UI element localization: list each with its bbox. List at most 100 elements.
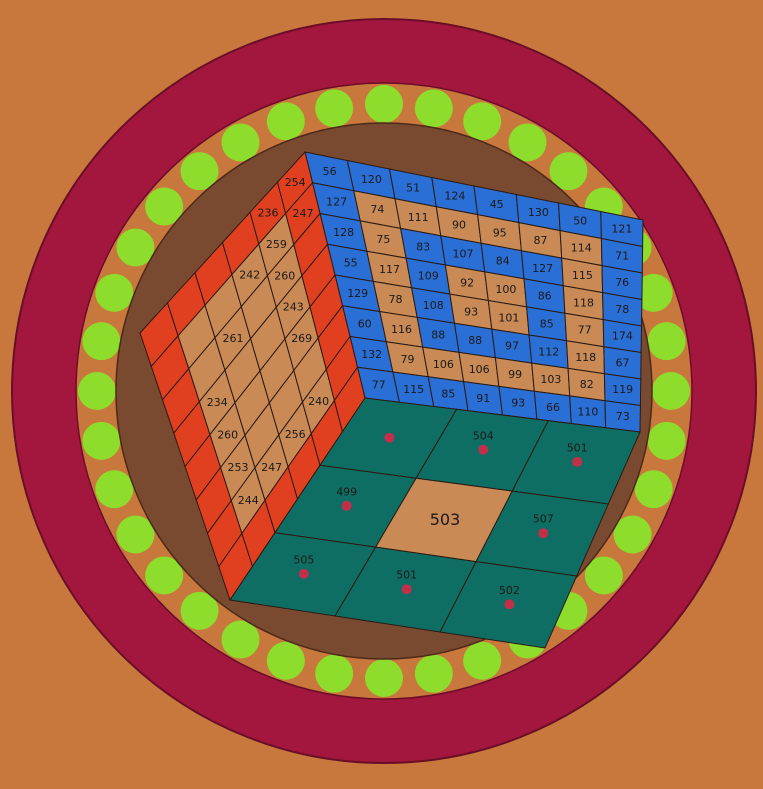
left-face-number: 253 [228, 461, 249, 474]
top-face-number: 92 [460, 276, 474, 289]
ring-dot [365, 659, 403, 697]
top-face-number: 101 [498, 311, 519, 324]
left-face-number: 234 [207, 396, 228, 409]
ring-dot [365, 85, 403, 123]
left-face-number: 260 [217, 429, 238, 442]
top-face-number: 127 [326, 196, 347, 209]
top-face-number: 99 [508, 368, 522, 381]
left-face-number: 256 [285, 428, 306, 441]
top-face-number: 95 [493, 226, 507, 239]
top-face-number: 115 [572, 269, 593, 282]
top-face-number: 106 [469, 363, 490, 376]
top-face-number: 66 [546, 401, 560, 414]
top-face-number: 128 [333, 226, 354, 239]
front-face-dot [538, 528, 548, 538]
top-face-number: 77 [578, 324, 592, 337]
top-face-number: 78 [615, 303, 629, 316]
ring-dot [116, 516, 154, 554]
ring-dot [78, 372, 116, 410]
top-face-number: 85 [540, 318, 554, 331]
top-face-number: 67 [616, 357, 630, 370]
ring-dot [222, 123, 260, 161]
top-face-number: 107 [453, 248, 474, 261]
ring-dot [222, 621, 260, 659]
front-face-dot [478, 445, 488, 455]
top-face-number: 120 [361, 173, 382, 186]
left-face-number: 243 [283, 301, 304, 314]
top-face-number: 90 [452, 219, 466, 232]
ring-dot [652, 372, 690, 410]
top-face-number: 85 [441, 387, 455, 400]
top-face-number: 71 [615, 249, 629, 262]
ring-dot [315, 655, 353, 693]
left-face-number: 240 [308, 395, 329, 408]
front-face-number: 502 [499, 584, 520, 597]
top-face-number: 87 [534, 234, 548, 247]
left-face-number: 244 [238, 494, 259, 507]
top-face-number: 73 [616, 410, 630, 423]
top-face-number: 114 [571, 242, 592, 255]
ring-dot [648, 322, 686, 360]
front-face-number: 504 [473, 429, 494, 442]
left-face-number: 242 [239, 269, 260, 282]
left-face-number: 254 [285, 176, 306, 189]
ring-dot [509, 123, 547, 161]
ring-dot [267, 102, 305, 140]
top-face-number: 121 [611, 223, 632, 236]
ring-dot [82, 322, 120, 360]
front-face-dot [504, 599, 514, 609]
top-face-number: 130 [528, 206, 549, 219]
top-face-number: 103 [540, 373, 561, 386]
top-face-number: 56 [323, 165, 337, 178]
ring-dot [648, 422, 686, 460]
top-face-number: 132 [361, 348, 382, 361]
front-face-number: 507 [533, 513, 554, 526]
front-face-dot [299, 569, 309, 579]
left-face-number: 247 [293, 207, 314, 220]
ring-dot [614, 516, 652, 554]
left-face-number: 269 [291, 332, 312, 345]
top-face-number: 124 [444, 190, 465, 203]
front-face-dot [342, 501, 352, 511]
top-face-number: 75 [376, 233, 390, 246]
ring-dot [315, 89, 353, 127]
left-face-number: 247 [261, 461, 282, 474]
ring-dot [95, 274, 133, 312]
left-face-number: 261 [223, 332, 244, 345]
left-face-number: 259 [266, 238, 287, 251]
front-face-center-number: 503 [430, 510, 461, 529]
ring-dot [415, 655, 453, 693]
top-face-number: 55 [344, 256, 358, 269]
top-face-number: 86 [538, 290, 552, 303]
top-face-number: 127 [532, 262, 553, 275]
top-face-number: 119 [612, 383, 633, 396]
top-face-number: 77 [372, 378, 386, 391]
top-face-number: 74 [370, 203, 384, 216]
front-face-dot [384, 433, 394, 443]
top-face-number: 118 [573, 296, 594, 309]
top-face-number: 60 [358, 317, 372, 330]
top-face-number: 97 [505, 340, 519, 353]
front-face-number: 505 [293, 553, 314, 566]
front-face-number: 499 [336, 485, 357, 498]
ring-dot [95, 470, 133, 508]
top-face-number: 117 [379, 263, 400, 276]
top-face-number: 108 [423, 299, 444, 312]
top-face-number: 88 [431, 329, 445, 342]
top-face-number: 118 [575, 351, 596, 364]
top-face-number: 76 [615, 276, 629, 289]
top-face-number: 112 [538, 345, 559, 358]
top-face-number: 100 [495, 283, 516, 296]
top-face-number: 91 [476, 392, 490, 405]
top-face-number: 116 [391, 323, 412, 336]
ring-dot [267, 642, 305, 680]
top-face-number: 88 [468, 334, 482, 347]
top-face-number: 106 [433, 358, 454, 371]
ring-dot [463, 102, 501, 140]
front-face-dot [402, 584, 412, 594]
top-face-number: 93 [511, 396, 525, 409]
top-face-number: 45 [490, 198, 504, 211]
top-face-number: 82 [580, 378, 594, 391]
front-face-dot [572, 457, 582, 467]
